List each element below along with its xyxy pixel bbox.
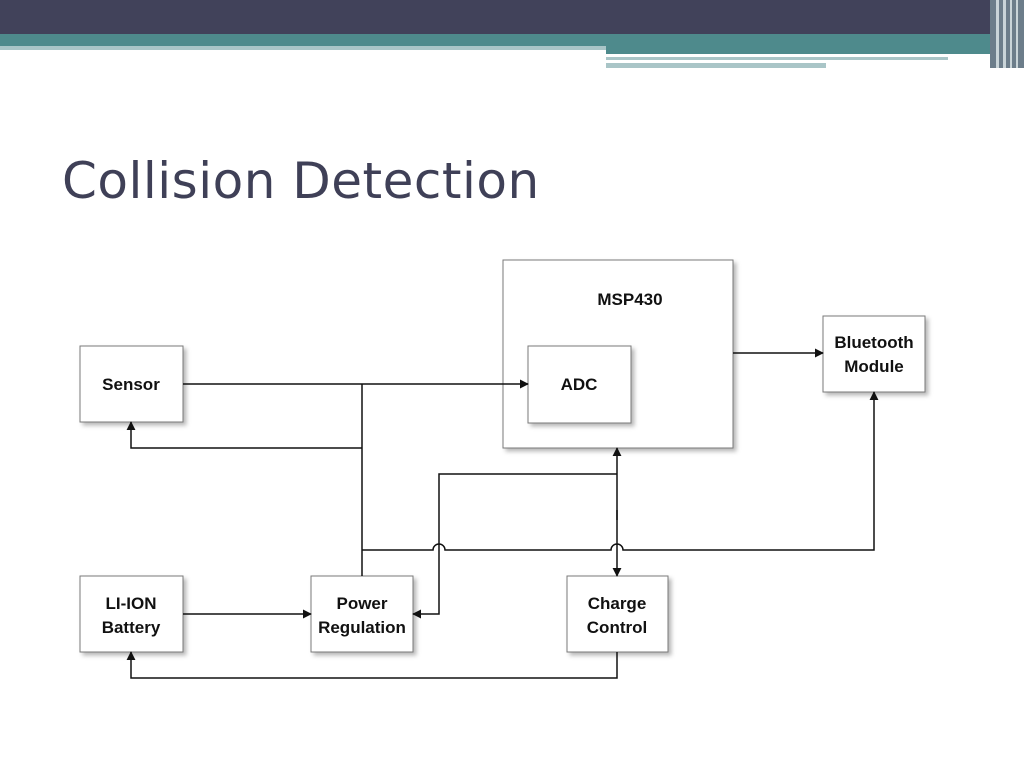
- connector-power-to-bluetooth: [362, 391, 879, 551]
- header-light-band: [0, 46, 606, 50]
- sensor-label: Sensor: [102, 375, 160, 394]
- sensor-box: [79, 345, 184, 423]
- bluetooth-box: [822, 315, 926, 393]
- header-corner-block: [990, 0, 1024, 68]
- power-regulation-label-line2: Regulation: [318, 618, 406, 637]
- power-regulation-block: Power Regulation: [310, 575, 414, 653]
- slide-title: Collision Detection: [62, 152, 540, 210]
- sensor-block: Sensor: [79, 345, 184, 423]
- battery-label-line1: LI-ION: [106, 594, 157, 613]
- adc-label: ADC: [561, 375, 598, 394]
- connector-mcu-to-power: [412, 473, 617, 619]
- power-regulation-box: [310, 575, 414, 653]
- header-corner-stripe: [1003, 0, 1006, 68]
- power-regulation-label-line1: Power: [336, 594, 387, 613]
- header-teal-tab: [606, 46, 1024, 54]
- connector-power-to-sensor: [126, 421, 362, 449]
- header-light-line: [606, 57, 948, 60]
- slide-header-decoration: [0, 0, 1024, 68]
- header-corner-stripe: [1010, 0, 1012, 68]
- header-dark-band: [0, 0, 1024, 34]
- charge-control-label-line1: Charge: [588, 594, 647, 613]
- adc-block: ADC: [527, 345, 632, 424]
- msp430-label: MSP430: [597, 290, 662, 309]
- header-corner-stripe: [1016, 0, 1018, 68]
- adc-box: [527, 345, 632, 424]
- charge-control-label-line2: Control: [587, 618, 647, 637]
- bluetooth-label-line2: Module: [844, 357, 904, 376]
- charge-control-block: Charge Control: [566, 575, 669, 653]
- bluetooth-label-line1: Bluetooth: [834, 333, 913, 352]
- header-light-line-2: [606, 63, 826, 68]
- header-teal-band: [0, 34, 1024, 46]
- battery-box: [79, 575, 184, 653]
- charge-control-box: [566, 575, 669, 653]
- bluetooth-block: Bluetooth Module: [822, 315, 926, 393]
- header-corner-stripe: [996, 0, 999, 68]
- connector-charge-to-battery: [126, 651, 618, 679]
- battery-label-line2: Battery: [102, 618, 161, 637]
- battery-block: LI-ION Battery: [79, 575, 184, 653]
